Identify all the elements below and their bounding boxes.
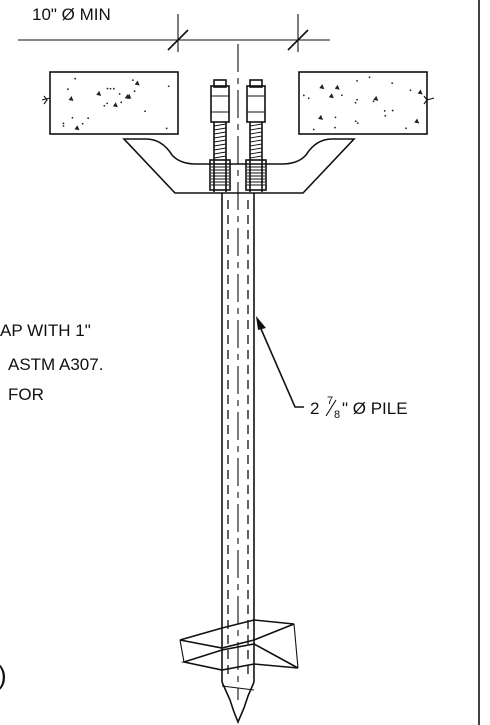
concrete-speckle [103, 104, 106, 107]
concrete-speckle [71, 116, 74, 119]
thread-line [249, 135, 263, 139]
note-line-1: AP WITH 1" [0, 321, 91, 340]
concrete-speckle [319, 84, 325, 90]
note-line-2: ASTM A307. [8, 355, 103, 374]
concrete-speckle [302, 94, 305, 97]
bolt-thread-hatching [211, 123, 265, 186]
thread-line [249, 143, 263, 147]
concrete-speckle [87, 117, 90, 120]
concrete-speckle [368, 76, 371, 79]
concrete-speckle [81, 122, 84, 125]
concrete-speckle [74, 77, 77, 80]
thread-line [249, 151, 263, 155]
concrete-speckle [328, 93, 334, 99]
concrete-speckle [356, 79, 358, 82]
concrete-speckle [62, 125, 65, 127]
dimension-label: 10" Ø MIN [32, 5, 111, 24]
concrete-speckle [409, 89, 412, 92]
concrete-speckle [120, 101, 123, 104]
concrete-speckle [96, 90, 102, 96]
thread-line [249, 131, 263, 135]
thread-line [213, 155, 227, 159]
concrete-speckle [391, 109, 394, 112]
thread-line [249, 123, 263, 127]
concrete-speckle [356, 122, 359, 125]
concrete-speckle [318, 114, 324, 120]
thread-line [213, 147, 227, 151]
concrete-speckle [144, 110, 146, 113]
concrete-speckle [106, 102, 109, 105]
concrete-speckle [384, 114, 387, 117]
pile-tip-break [221, 685, 255, 691]
notes-block: AP WITH 1" ASTM A307. FOR [0, 321, 103, 404]
concrete-speckle [373, 95, 379, 101]
concrete-speckle [383, 110, 386, 112]
concrete-speckle [307, 97, 310, 100]
pile-shaft [221, 193, 255, 682]
concrete-speckle [112, 87, 115, 90]
pile-cap-bracket [122, 138, 356, 194]
pile-callout-leader [257, 321, 304, 408]
concrete-speckle [74, 125, 80, 131]
concrete-speckle [66, 88, 69, 91]
pile-callout-arrowhead [256, 316, 266, 330]
concrete-speckle [417, 89, 423, 95]
thread-line [213, 151, 227, 155]
concrete-speckle [131, 79, 134, 82]
concrete-speckle [334, 84, 340, 90]
concrete-speckle [414, 118, 420, 124]
pile-tip [221, 681, 255, 725]
pile-callout: 2 7 8 " Ø PILE [310, 395, 408, 421]
helix-plate [179, 619, 299, 671]
concrete-speckle [340, 94, 343, 97]
thread-line [249, 139, 263, 143]
pile-callout-numerator: 7 [327, 395, 333, 407]
concrete-speckle [134, 80, 140, 86]
concrete-speckle [391, 82, 394, 85]
concrete-speckle [68, 95, 74, 101]
anchor-bolt-right [245, 79, 267, 192]
thread-line [213, 143, 227, 147]
pile-callout-fraction-bar [325, 399, 337, 417]
dimension-tick-right [287, 29, 309, 51]
thread-line [213, 123, 227, 127]
concrete-speckle [106, 87, 109, 90]
dimension-callout: 10" Ø MIN [18, 5, 330, 52]
anchor-bolt-left [209, 79, 231, 192]
concrete-speckle [167, 85, 170, 88]
dimension-tick-left [167, 29, 189, 51]
concrete-speckle [356, 98, 358, 101]
concrete-speckle [354, 120, 357, 123]
concrete-speckle [372, 100, 375, 103]
note-line-3: FOR [8, 385, 44, 404]
thread-line [249, 155, 263, 159]
concrete-speckle [133, 90, 136, 93]
thread-line [213, 135, 227, 139]
thread-line [213, 131, 227, 135]
pile-callout-suffix: " Ø PILE [342, 399, 408, 418]
concrete-speckle [334, 116, 337, 119]
concrete-speckle [165, 127, 168, 130]
concrete-aggregate-speckles [62, 76, 423, 131]
concrete-speckle [405, 127, 407, 130]
thread-line [249, 147, 263, 151]
thread-line [213, 139, 227, 143]
pile-callout-prefix: 2 [310, 399, 319, 418]
pile-callout-denominator: 8 [334, 409, 340, 421]
concrete-speckle [126, 93, 132, 99]
thread-line [213, 127, 227, 131]
concrete-speckle [62, 122, 65, 125]
concrete-slab-right [298, 71, 435, 135]
thread-line [249, 127, 263, 131]
concrete-speckle [118, 92, 121, 95]
concrete-speckle [112, 102, 118, 108]
concrete-speckle [354, 101, 357, 104]
edge-mark: ) [0, 660, 7, 690]
concrete-speckle [312, 128, 315, 131]
concrete-speckle [109, 87, 112, 90]
concrete-speckle [334, 126, 336, 129]
concrete-slab-left [41, 71, 179, 135]
